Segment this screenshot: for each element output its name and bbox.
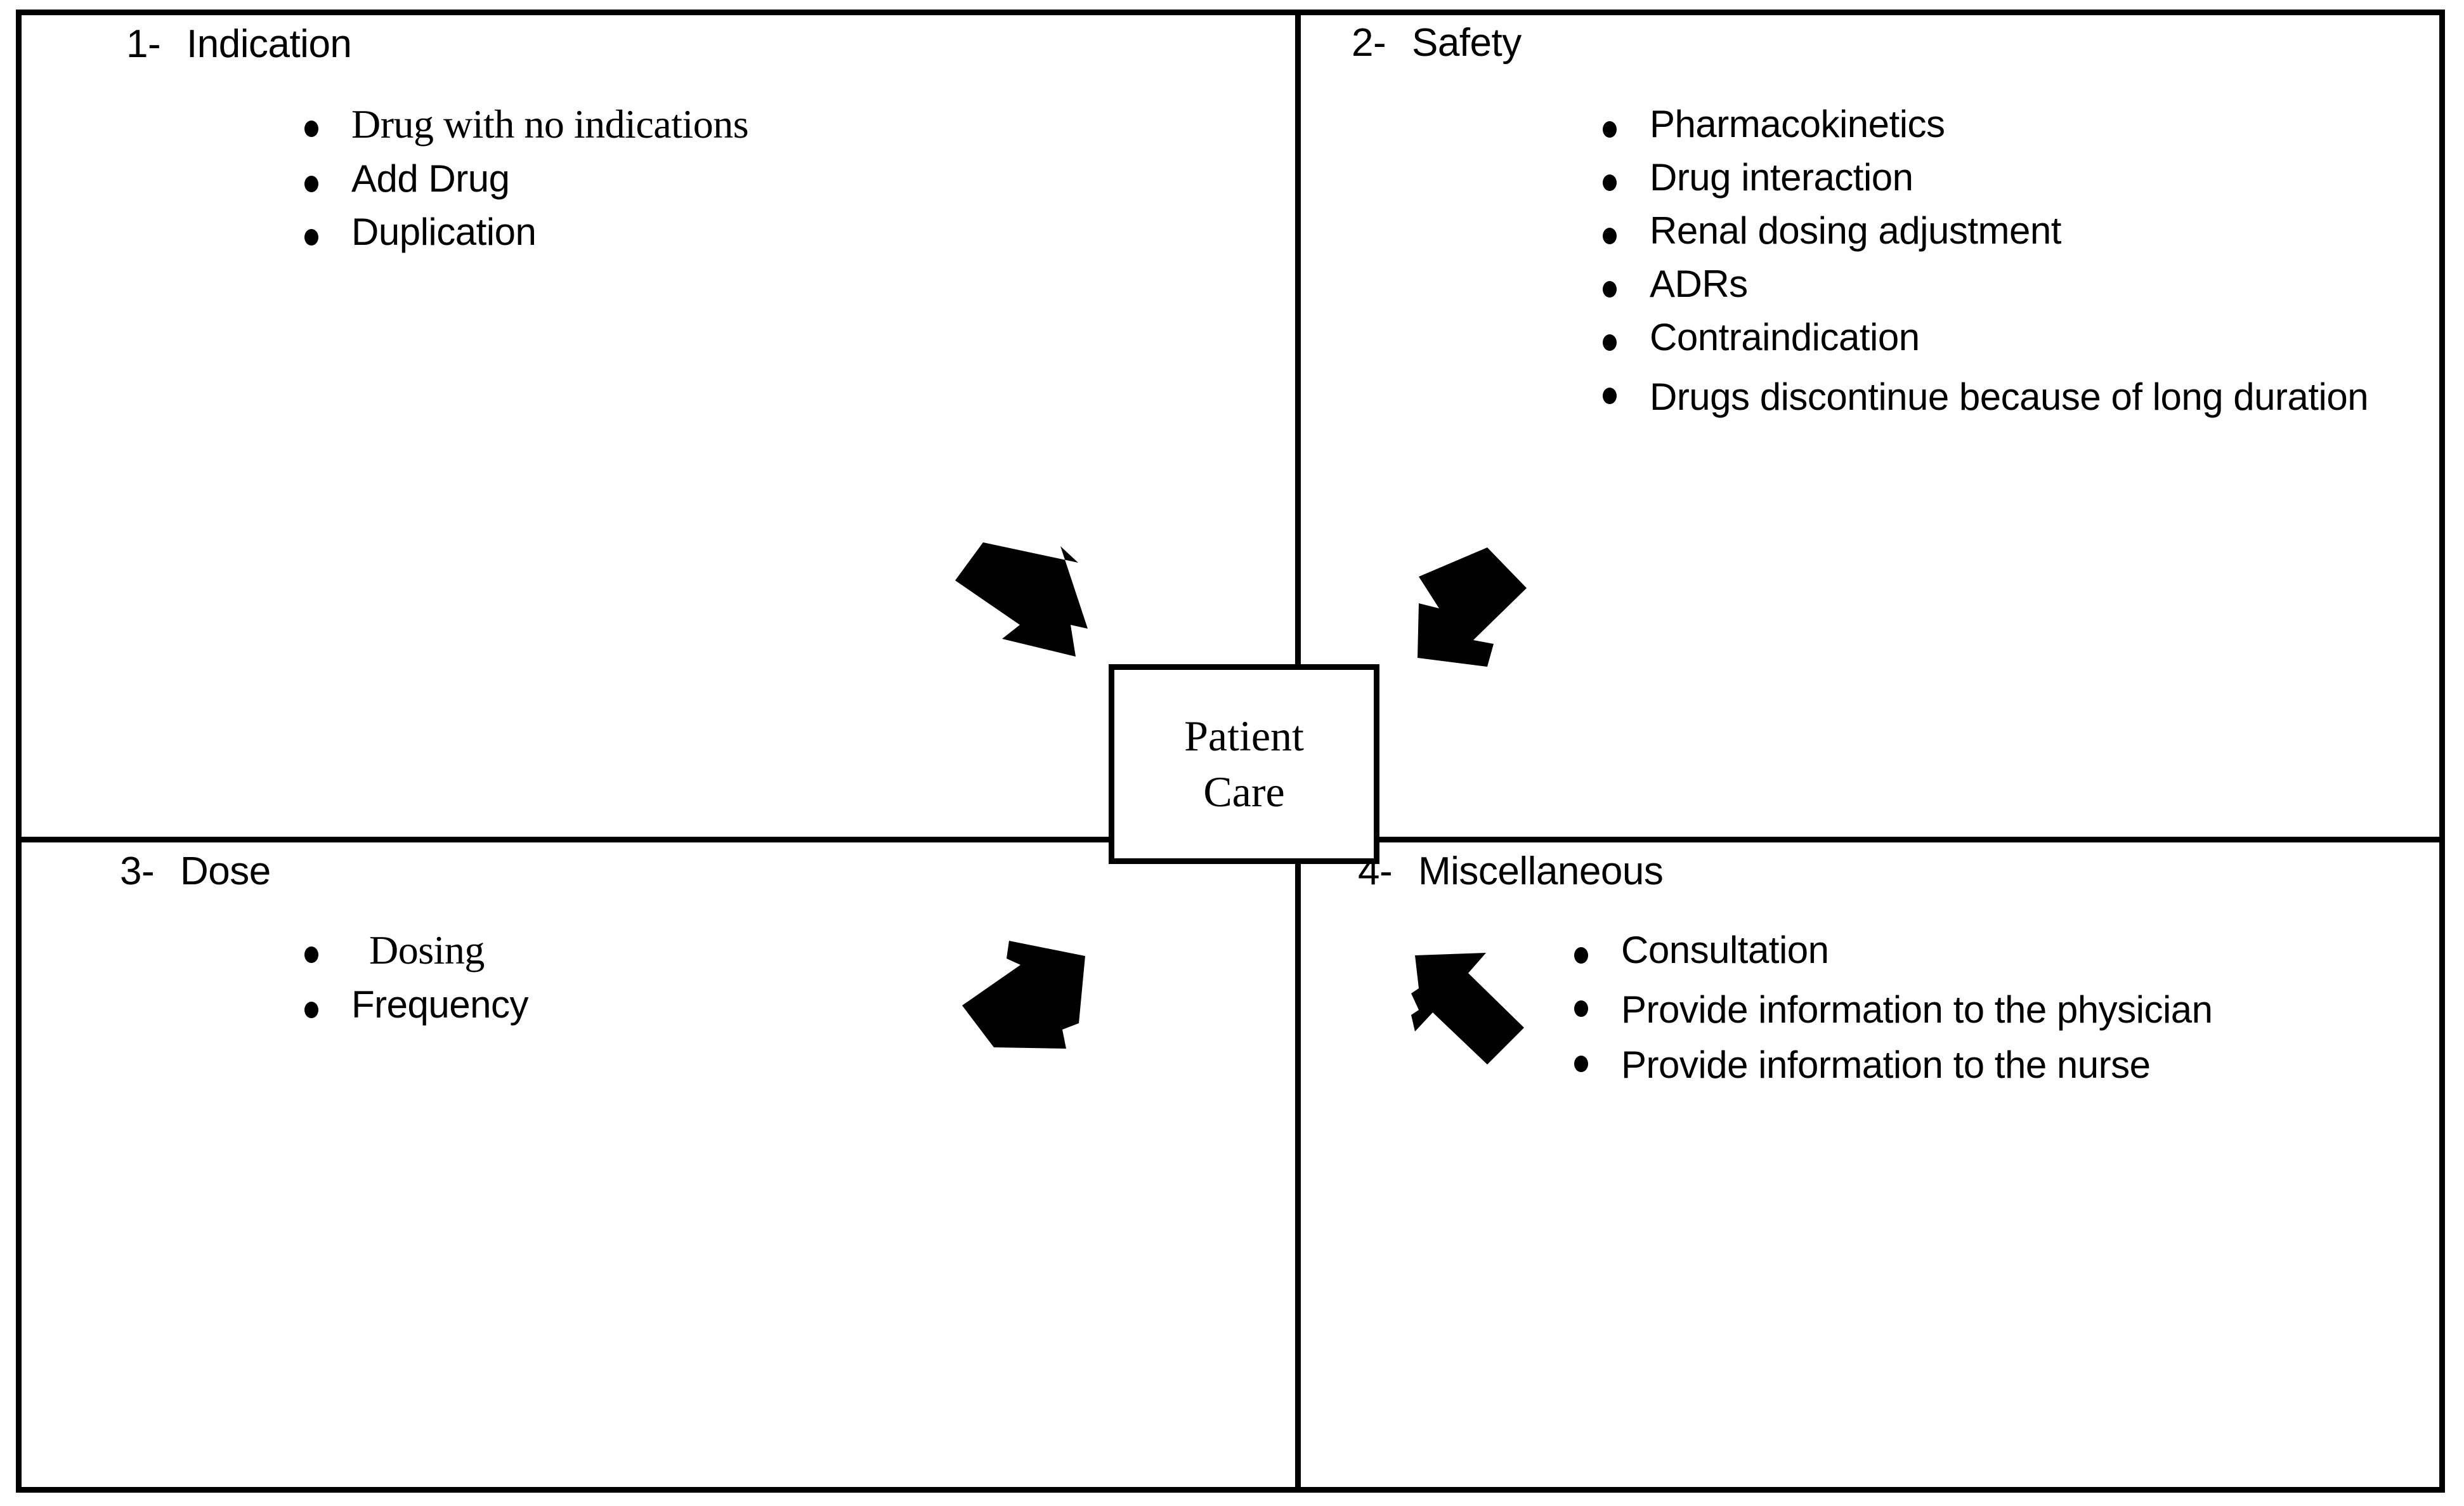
list-item-label: Add Drug	[351, 157, 510, 200]
center-patient-care-box: Patient Care	[1109, 664, 1379, 864]
quadrant-2-number: 2-	[1352, 21, 1386, 65]
quadrant-1-number: 1-	[126, 22, 161, 66]
bullet-dot-icon	[1574, 1056, 1588, 1073]
quadrant-4-title: Miscellaneous	[1418, 849, 1664, 893]
quadrant-4-list: Consultation Provide information to the …	[1570, 931, 2420, 1095]
bullet-dot-icon	[1603, 334, 1617, 351]
list-item-label: Drug with no indications	[351, 101, 749, 147]
list-item-label: Renal dosing adjustment	[1650, 209, 2061, 252]
list-item: Drug interaction	[1599, 159, 2423, 197]
list-item: Pharmacokinetics	[1599, 105, 2423, 143]
quadrant-1-heading: 1- Indication	[126, 22, 352, 67]
bullet-dot-icon	[304, 176, 318, 193]
horizontal-divider-left	[16, 837, 1109, 842]
center-box-line-2: Care	[1203, 767, 1285, 816]
list-item: Frequency	[301, 986, 1062, 1024]
vertical-divider-upper	[1295, 10, 1301, 664]
bullet-dot-icon	[1574, 947, 1588, 964]
arrow-top-right-icon	[1392, 542, 1532, 679]
bullet-dot-icon	[1603, 388, 1617, 405]
list-item: Renal dosing adjustment	[1599, 212, 2423, 250]
list-item: Consultation	[1570, 931, 2420, 969]
bullet-dot-icon	[304, 946, 318, 963]
list-item: Provide information to the physician	[1570, 985, 2420, 1035]
list-item: Contraindication	[1599, 318, 2423, 357]
list-item-label: Provide information to the physician	[1621, 988, 2213, 1031]
list-item-label: Frequency	[351, 983, 528, 1026]
list-item-label: Duplication	[351, 211, 537, 253]
horizontal-divider-right	[1379, 837, 2445, 842]
quadrant-3-heading: 3- Dose	[120, 849, 271, 894]
list-item-label: Consultation	[1621, 929, 1829, 971]
outer-frame	[16, 10, 2445, 1493]
list-item: Drug with no indications	[301, 104, 1220, 145]
list-item-label: Drugs discontinue because of long durati…	[1650, 376, 2369, 418]
center-box-line-1: Patient	[1184, 712, 1304, 761]
quadrant-safety: 2- Safety Pharmacokinetics Drug interacti…	[1301, 15, 2445, 837]
quadrant-1-title: Indication	[186, 22, 352, 66]
bullet-dot-icon	[1603, 121, 1617, 138]
vertical-divider-lower	[1295, 864, 1301, 1493]
quadrant-3-list: Dosing Frequency	[301, 930, 1062, 1039]
bullet-dot-icon	[304, 120, 318, 137]
quadrant-2-heading: 2- Safety	[1352, 20, 1522, 65]
list-item: ADRs	[1599, 265, 2423, 303]
quadrant-2-list: Pharmacokinetics Drug interaction Renal …	[1599, 105, 2423, 427]
list-item-label: ADRs	[1650, 263, 1748, 305]
list-item-label: Contraindication	[1650, 316, 1920, 358]
arrow-top-left-icon	[951, 536, 1097, 663]
list-item: Provide information to the nurse	[1570, 1040, 2420, 1090]
bullet-dot-icon	[1603, 281, 1617, 298]
list-item-label: Pharmacokinetics	[1650, 103, 1945, 145]
bullet-dot-icon	[1603, 174, 1617, 192]
bullet-dot-icon	[304, 1002, 318, 1019]
list-item: Drugs discontinue because of long durati…	[1599, 372, 2423, 422]
bullet-dot-icon	[304, 229, 318, 246]
quadrant-miscellaneous: 4-Miscellaneous Consultation Provide inf…	[1301, 842, 2445, 1493]
list-item: Dosing	[301, 930, 1062, 971]
list-item-label: Drug interaction	[1650, 156, 1913, 199]
bullet-dot-icon	[1603, 228, 1617, 245]
quadrant-3-number: 3-	[120, 849, 155, 893]
quadrant-dose: 3- Dose Dosing Frequency	[22, 842, 1295, 1493]
quadrant-3-title: Dose	[180, 849, 271, 893]
list-item-label: Dosing	[369, 927, 485, 972]
quadrant-1-list: Drug with no indications Add Drug Duplic…	[301, 104, 1220, 266]
quadrant-4-heading: 4-Miscellaneous	[1358, 849, 1664, 894]
arrow-bottom-right-icon	[1392, 933, 1535, 1066]
list-item-label: Provide information to the nurse	[1621, 1044, 2151, 1087]
quadrant-2-title: Safety	[1412, 21, 1522, 65]
quadrant-indication: 1- Indication Drug with no indications Ad…	[22, 15, 1295, 837]
bullet-dot-icon	[1574, 1000, 1588, 1018]
list-item: Duplication	[301, 213, 1220, 251]
list-item: Add Drug	[301, 160, 1220, 198]
arrow-bottom-left-icon	[955, 929, 1100, 1056]
